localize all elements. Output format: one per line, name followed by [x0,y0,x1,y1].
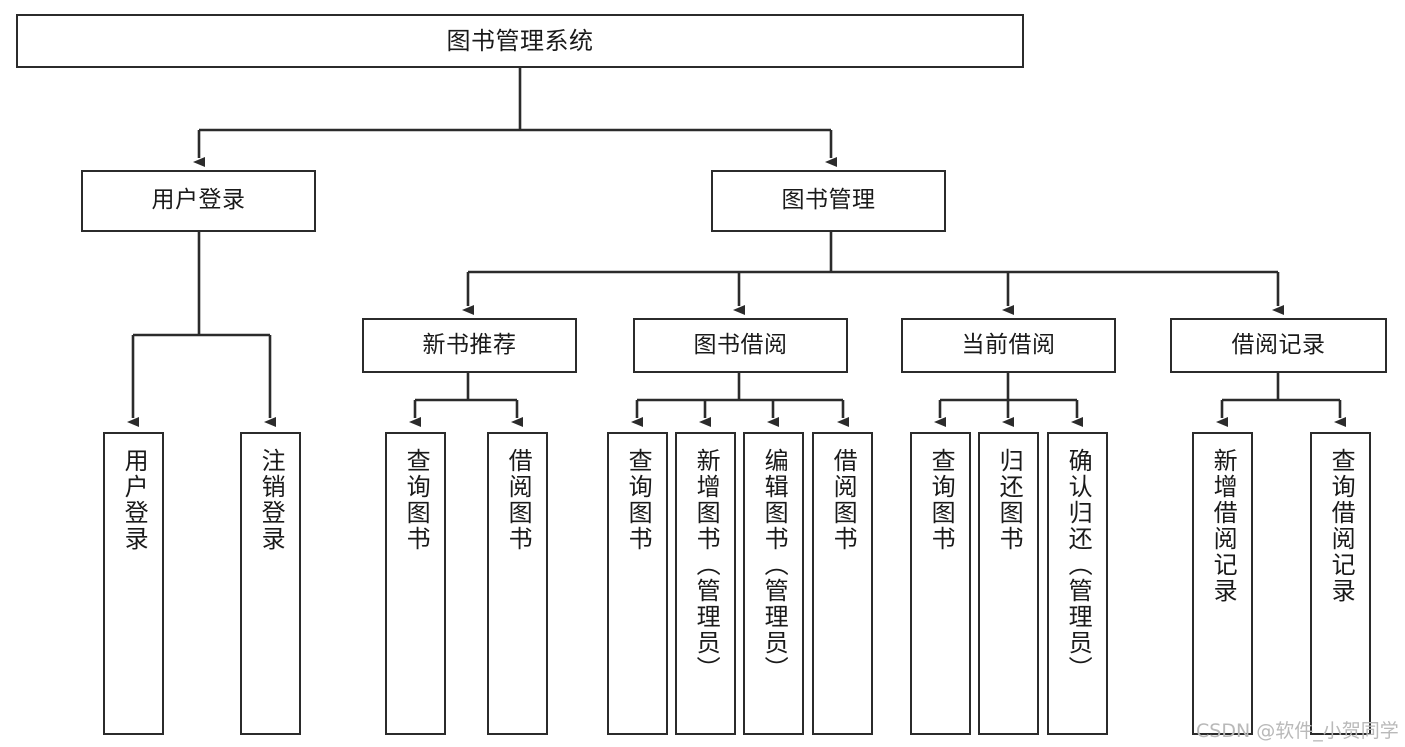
node-label: 借阅图书 [829,448,858,552]
leaf-book-borrow-borrow-book[interactable]: 借阅图书 [812,432,873,735]
node-label: 图书借阅 [693,331,788,358]
leaf-current-borrow-confirm-return-admin[interactable]: 确认归还（管理员） [1047,432,1108,735]
node-label: 新增借阅记录 [1209,448,1238,604]
node-label: 注销登录 [257,448,286,552]
node-new-book-recommend[interactable]: 新书推荐 [362,318,577,373]
node-label: 借阅图书 [504,448,533,552]
node-current-borrow[interactable]: 当前借阅 [901,318,1116,373]
leaf-new-book-borrow-book[interactable]: 借阅图书 [487,432,548,735]
node-label: 归还图书 [995,448,1024,552]
leaf-current-borrow-return-book[interactable]: 归还图书 [978,432,1039,735]
node-label: 图书管理 [781,187,876,214]
node-label: 借阅记录 [1231,331,1326,358]
node-book-management-system[interactable]: 图书管理系统 [16,14,1024,68]
leaf-book-borrow-query-book[interactable]: 查询图书 [607,432,668,735]
leaf-book-borrow-add-book-admin[interactable]: 新增图书（管理员） [675,432,736,735]
node-label: 查询图书 [927,448,956,552]
node-label: 用户登录 [120,448,149,552]
leaf-user-login-login[interactable]: 用户登录 [103,432,164,735]
node-label: 新增图书（管理员） [692,448,721,682]
node-label: 确认归还（管理员） [1064,448,1093,682]
csdn-watermark: CSDN @软件_小贺同学 [1196,720,1399,742]
node-label: 查询借阅记录 [1327,448,1356,604]
node-label: 新书推荐 [422,331,517,358]
node-book-borrow[interactable]: 图书借阅 [633,318,848,373]
node-book-management[interactable]: 图书管理 [711,170,946,232]
node-label: 图书管理系统 [446,26,594,55]
leaf-book-borrow-edit-book-admin[interactable]: 编辑图书（管理员） [743,432,804,735]
leaf-borrow-record-add-record[interactable]: 新增借阅记录 [1192,432,1253,735]
node-user-login[interactable]: 用户登录 [81,170,316,232]
leaf-user-login-logout[interactable]: 注销登录 [240,432,301,735]
leaf-current-borrow-query-book[interactable]: 查询图书 [910,432,971,735]
leaf-borrow-record-query-record[interactable]: 查询借阅记录 [1310,432,1371,735]
node-label: 当前借阅 [961,331,1056,358]
node-label: 查询图书 [402,448,431,552]
node-label: 编辑图书（管理员） [760,448,789,682]
node-label: 查询图书 [624,448,653,552]
leaf-new-book-query-book[interactable]: 查询图书 [385,432,446,735]
node-label: 用户登录 [151,187,246,214]
node-borrow-record[interactable]: 借阅记录 [1170,318,1387,373]
